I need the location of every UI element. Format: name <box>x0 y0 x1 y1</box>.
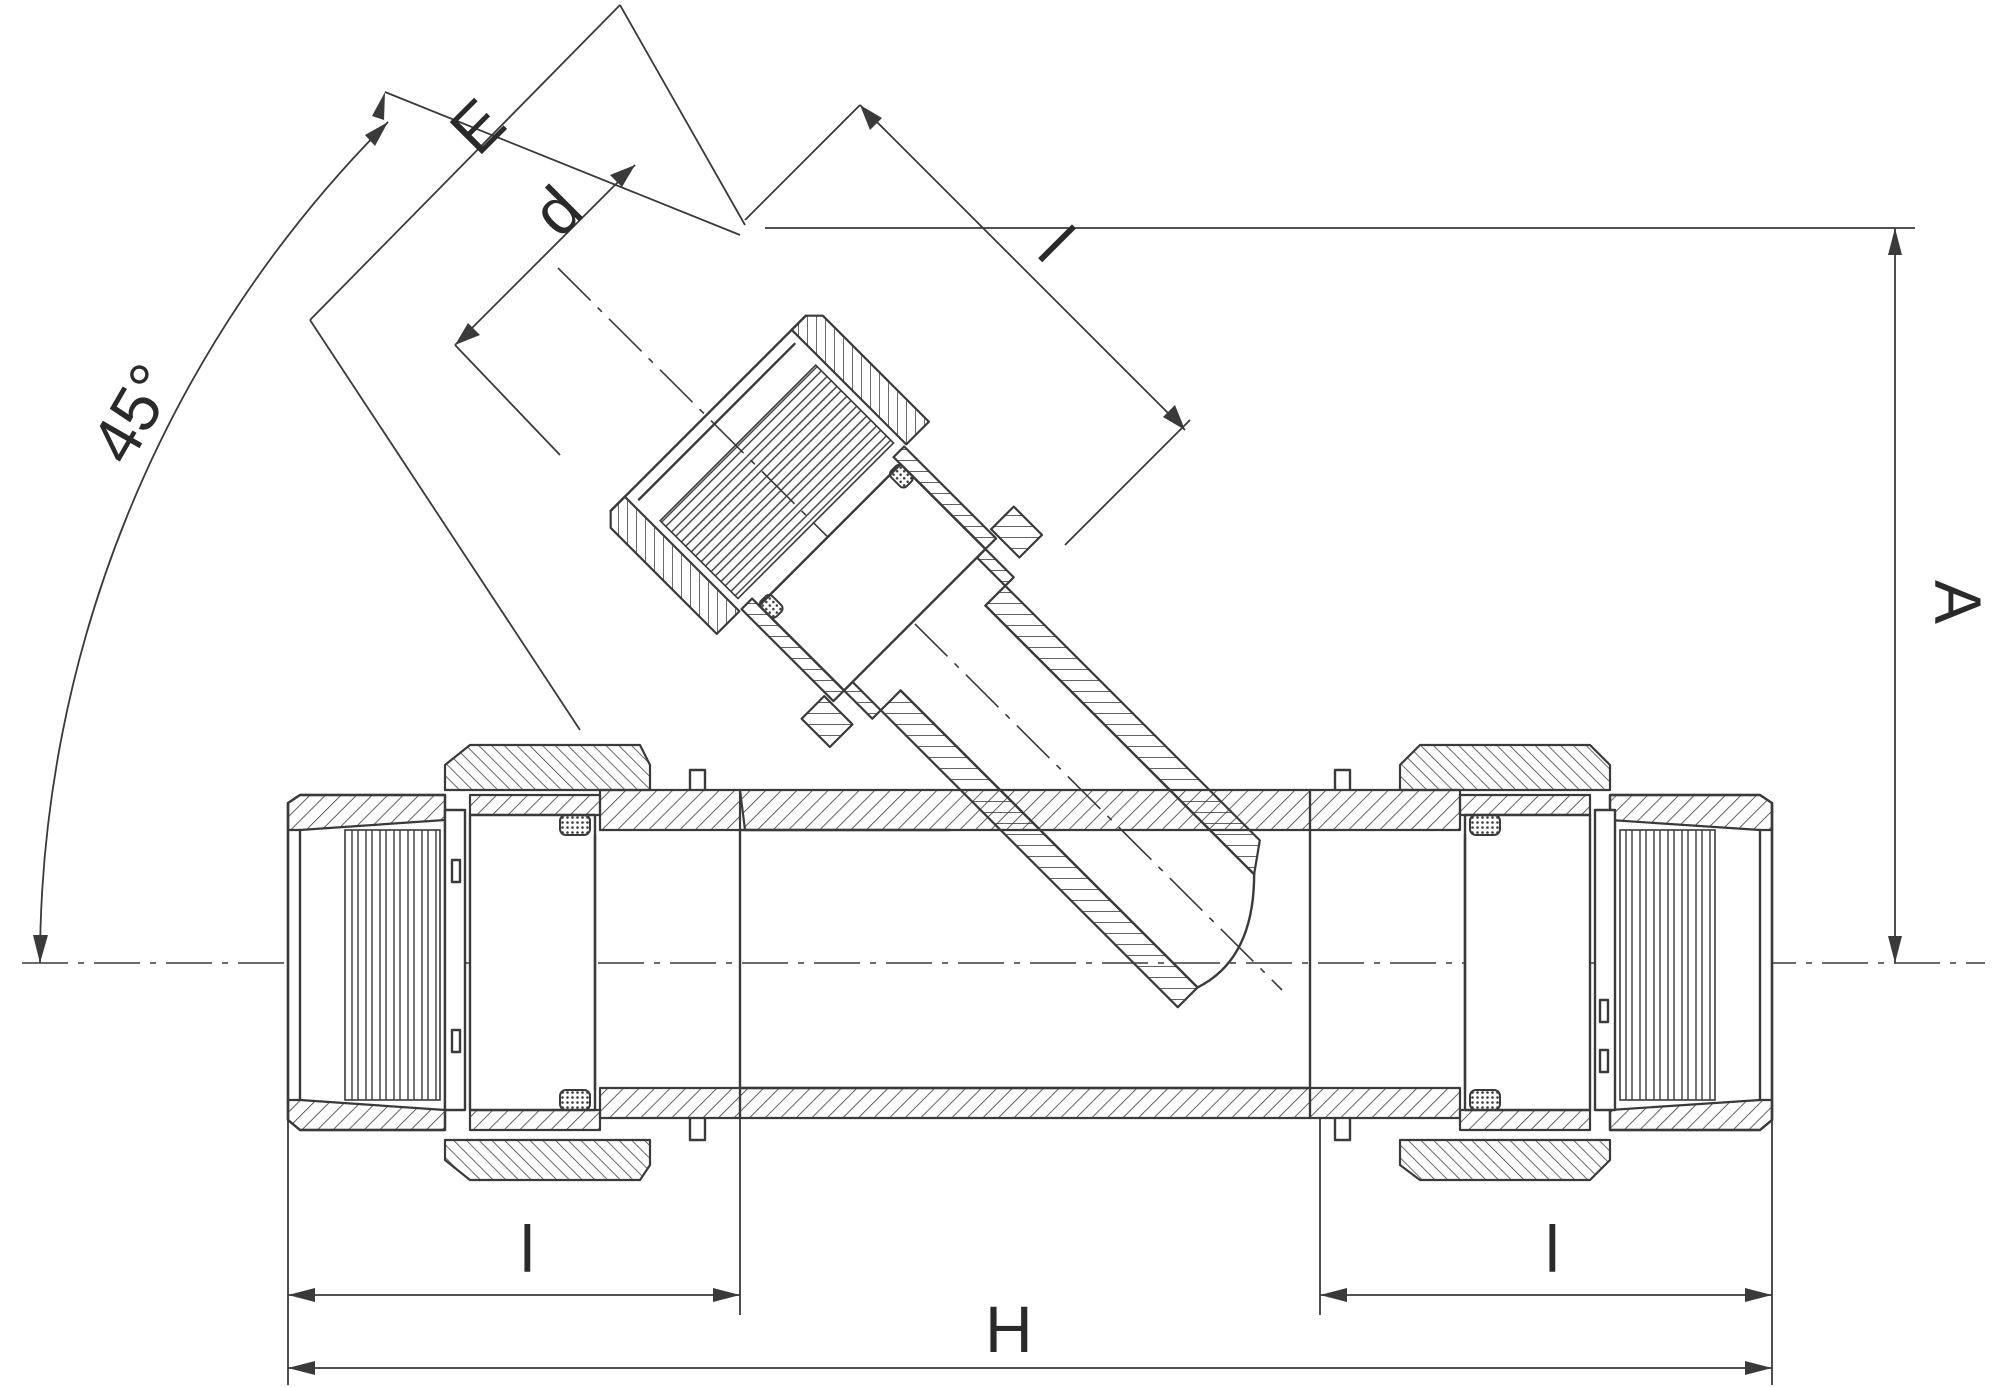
angled-branch <box>609 314 1261 1009</box>
dimension-lines <box>33 4 1915 1385</box>
right-compression-end <box>1308 743 1774 1182</box>
dimension-labels: 45° E d l A l l H <box>76 84 1995 1366</box>
main-body <box>688 768 1352 1142</box>
l-left-label: l <box>520 1212 535 1286</box>
l-branch-label: l <box>1025 213 1088 276</box>
angle-label: 45° <box>76 352 190 475</box>
d-label: d <box>518 172 596 250</box>
e-label: E <box>436 84 519 167</box>
a-label: A <box>1921 580 1995 624</box>
h-label: H <box>985 1292 1033 1366</box>
l-right-label: l <box>1545 1212 1560 1286</box>
